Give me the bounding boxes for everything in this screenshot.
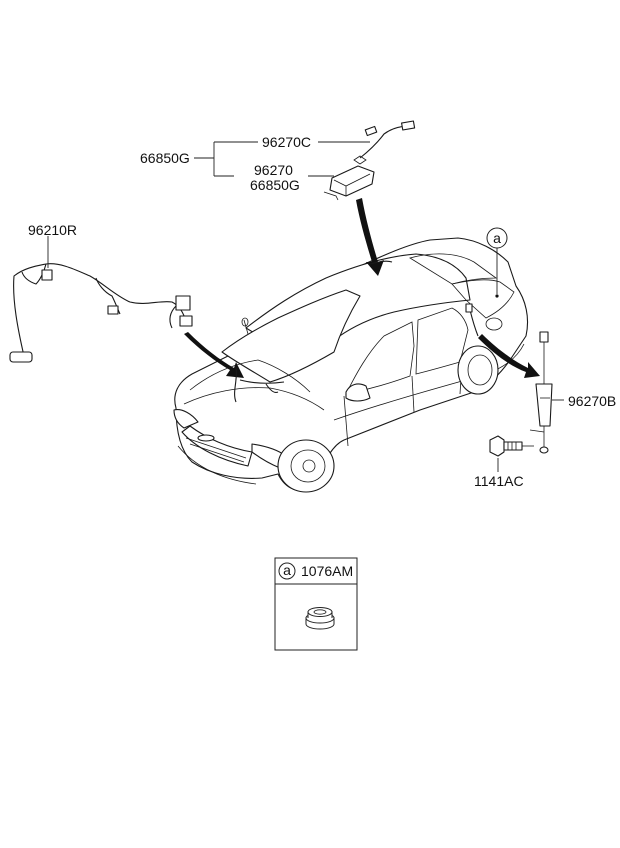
roof-harness-pointer-arrow — [184, 332, 244, 378]
legend-part-label: 1076AM — [301, 563, 353, 579]
ref-marker-label: a — [493, 230, 501, 246]
label-rear-antenna: 96270B — [568, 393, 616, 409]
label-module-code: 66850G — [250, 177, 300, 193]
legend-box: a 1076AM — [274, 557, 358, 651]
label-roof-harness: 96210R — [28, 222, 77, 238]
bolt-part — [489, 435, 534, 457]
roof-module-pointer-arrow — [356, 198, 384, 276]
rear-antenna-part — [529, 331, 553, 454]
rear-antenna-pointer-arrow — [478, 334, 540, 378]
legend-marker-circle — [278, 562, 296, 580]
label-module: 96270 — [254, 162, 293, 178]
leader-lines — [47, 141, 564, 472]
harness-connector-end — [9, 351, 33, 363]
grommet-illustration — [305, 607, 335, 630]
roof-antenna-module-part — [323, 120, 416, 201]
ref-marker-callout: a — [486, 227, 508, 298]
label-bolt: 1141AC — [474, 473, 524, 489]
roof-harness-part — [9, 263, 193, 363]
legend-marker-label: a — [283, 562, 291, 578]
car-illustration — [173, 237, 529, 493]
label-feeder-cable: 96270C — [262, 134, 311, 150]
label-module-group-code: 66850G — [140, 150, 190, 166]
